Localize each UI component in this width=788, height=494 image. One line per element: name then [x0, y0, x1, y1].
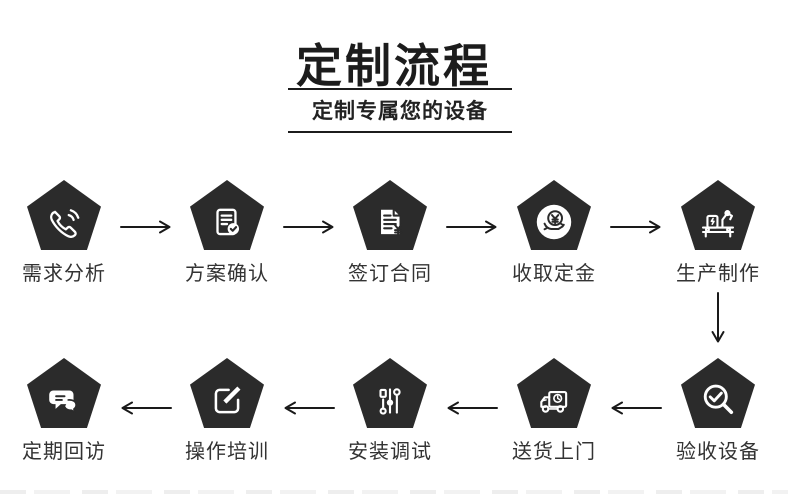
arrow-down-icon [711, 292, 725, 344]
arrow-right-icon [283, 220, 335, 234]
step-label: 签订合同 [348, 263, 432, 285]
pentagon-badge [517, 180, 591, 250]
step-label: 验收设备 [676, 441, 760, 463]
flow-step-install-debug: 安装调试 [335, 358, 445, 464]
pentagon-badge [190, 180, 264, 250]
pentagon-badge [517, 358, 591, 428]
step-label: 定期回访 [22, 441, 106, 463]
step-label: 生产制作 [676, 263, 760, 285]
contract-yuan-icon [381, 208, 403, 236]
arrow-left-icon [610, 401, 662, 415]
magnifier-check-icon [703, 384, 734, 414]
pentagon-badge [353, 180, 427, 250]
flow-step-plan-confirm: 方案确认 [172, 180, 282, 286]
factory-machine-icon [701, 210, 735, 238]
chat-bubbles-icon [49, 390, 77, 414]
sliders-icon [379, 388, 401, 415]
step-label: 收取定金 [512, 263, 596, 285]
step-label: 送货上门 [512, 441, 596, 463]
flow-step-sign-contract: 签订合同 [335, 180, 445, 286]
flow-step-requirements: 需求分析 [9, 180, 119, 286]
flow-step-acceptance: 验收设备 [663, 358, 773, 464]
page-subtitle: 定制专属您的设备 [312, 100, 488, 123]
arrow-right-icon [610, 220, 662, 234]
phone-icon [50, 209, 80, 238]
pentagon-badge [353, 358, 427, 428]
arrow-left-icon [446, 401, 498, 415]
flow-step-delivery: 送货上门 [499, 358, 609, 464]
pentagon-badge [27, 358, 101, 428]
step-label: 安装调试 [348, 441, 432, 463]
flow-step-production: 生产制作 [663, 180, 773, 286]
edit-pencil-icon [214, 386, 241, 414]
arrow-right-icon [120, 220, 172, 234]
document-check-icon [216, 208, 240, 236]
flow-step-training: 操作培训 [172, 358, 282, 464]
step-label: 操作培训 [185, 441, 269, 463]
delivery-truck-icon [540, 390, 568, 413]
step-label: 需求分析 [22, 263, 106, 285]
page-title: 定制流程 [296, 40, 492, 92]
subtitle-box: 定制专属您的设备 [288, 88, 512, 133]
coin-hand-icon [536, 204, 572, 240]
flow-step-deposit: 收取定金 [499, 180, 609, 286]
arrow-left-icon [283, 401, 335, 415]
arrow-left-icon [120, 401, 172, 415]
flow-step-followup: 定期回访 [9, 358, 119, 464]
step-label: 方案确认 [185, 263, 269, 285]
pentagon-badge [681, 180, 755, 250]
pentagon-badge [681, 358, 755, 428]
arrow-right-icon [446, 220, 498, 234]
next-section-peek [0, 490, 788, 494]
pentagon-badge [190, 358, 264, 428]
pentagon-badge [27, 180, 101, 250]
